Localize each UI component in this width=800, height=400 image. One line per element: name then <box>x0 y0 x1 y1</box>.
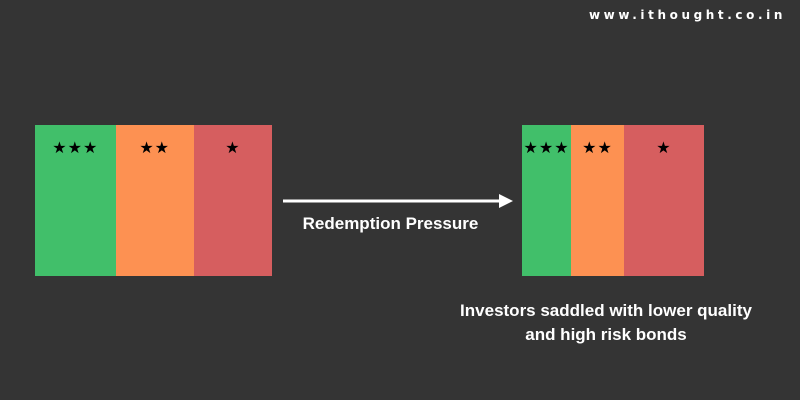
caption: Investors saddled with lower quality and… <box>430 299 782 347</box>
three-star-rating-icon: ★★★ <box>523 138 570 157</box>
two-star-rating-icon: ★★ <box>139 138 171 157</box>
watermark: www.ithought.co.in <box>588 8 786 22</box>
one-star-rating-icon: ★ <box>656 138 672 157</box>
caption-line-2: and high risk bonds <box>525 325 687 344</box>
segment-high-quality: ★★★ <box>35 125 116 276</box>
portfolio-before: ★★★ ★★ ★ <box>35 125 272 276</box>
arrow-right-icon <box>283 194 513 208</box>
segment-low-quality: ★ <box>193 125 272 276</box>
portfolio-after: ★★★ ★★ ★ <box>522 125 704 276</box>
segment-high-quality: ★★★ <box>522 125 572 276</box>
segment-low-quality: ★ <box>623 125 704 276</box>
three-star-rating-icon: ★★★ <box>52 138 99 157</box>
segment-medium-quality: ★★ <box>571 125 624 276</box>
caption-line-1: Investors saddled with lower quality <box>460 301 752 320</box>
one-star-rating-icon: ★ <box>225 138 241 157</box>
two-star-rating-icon: ★★ <box>582 138 613 157</box>
arrow-label: Redemption Pressure <box>302 214 479 233</box>
segment-medium-quality: ★★ <box>115 125 194 276</box>
